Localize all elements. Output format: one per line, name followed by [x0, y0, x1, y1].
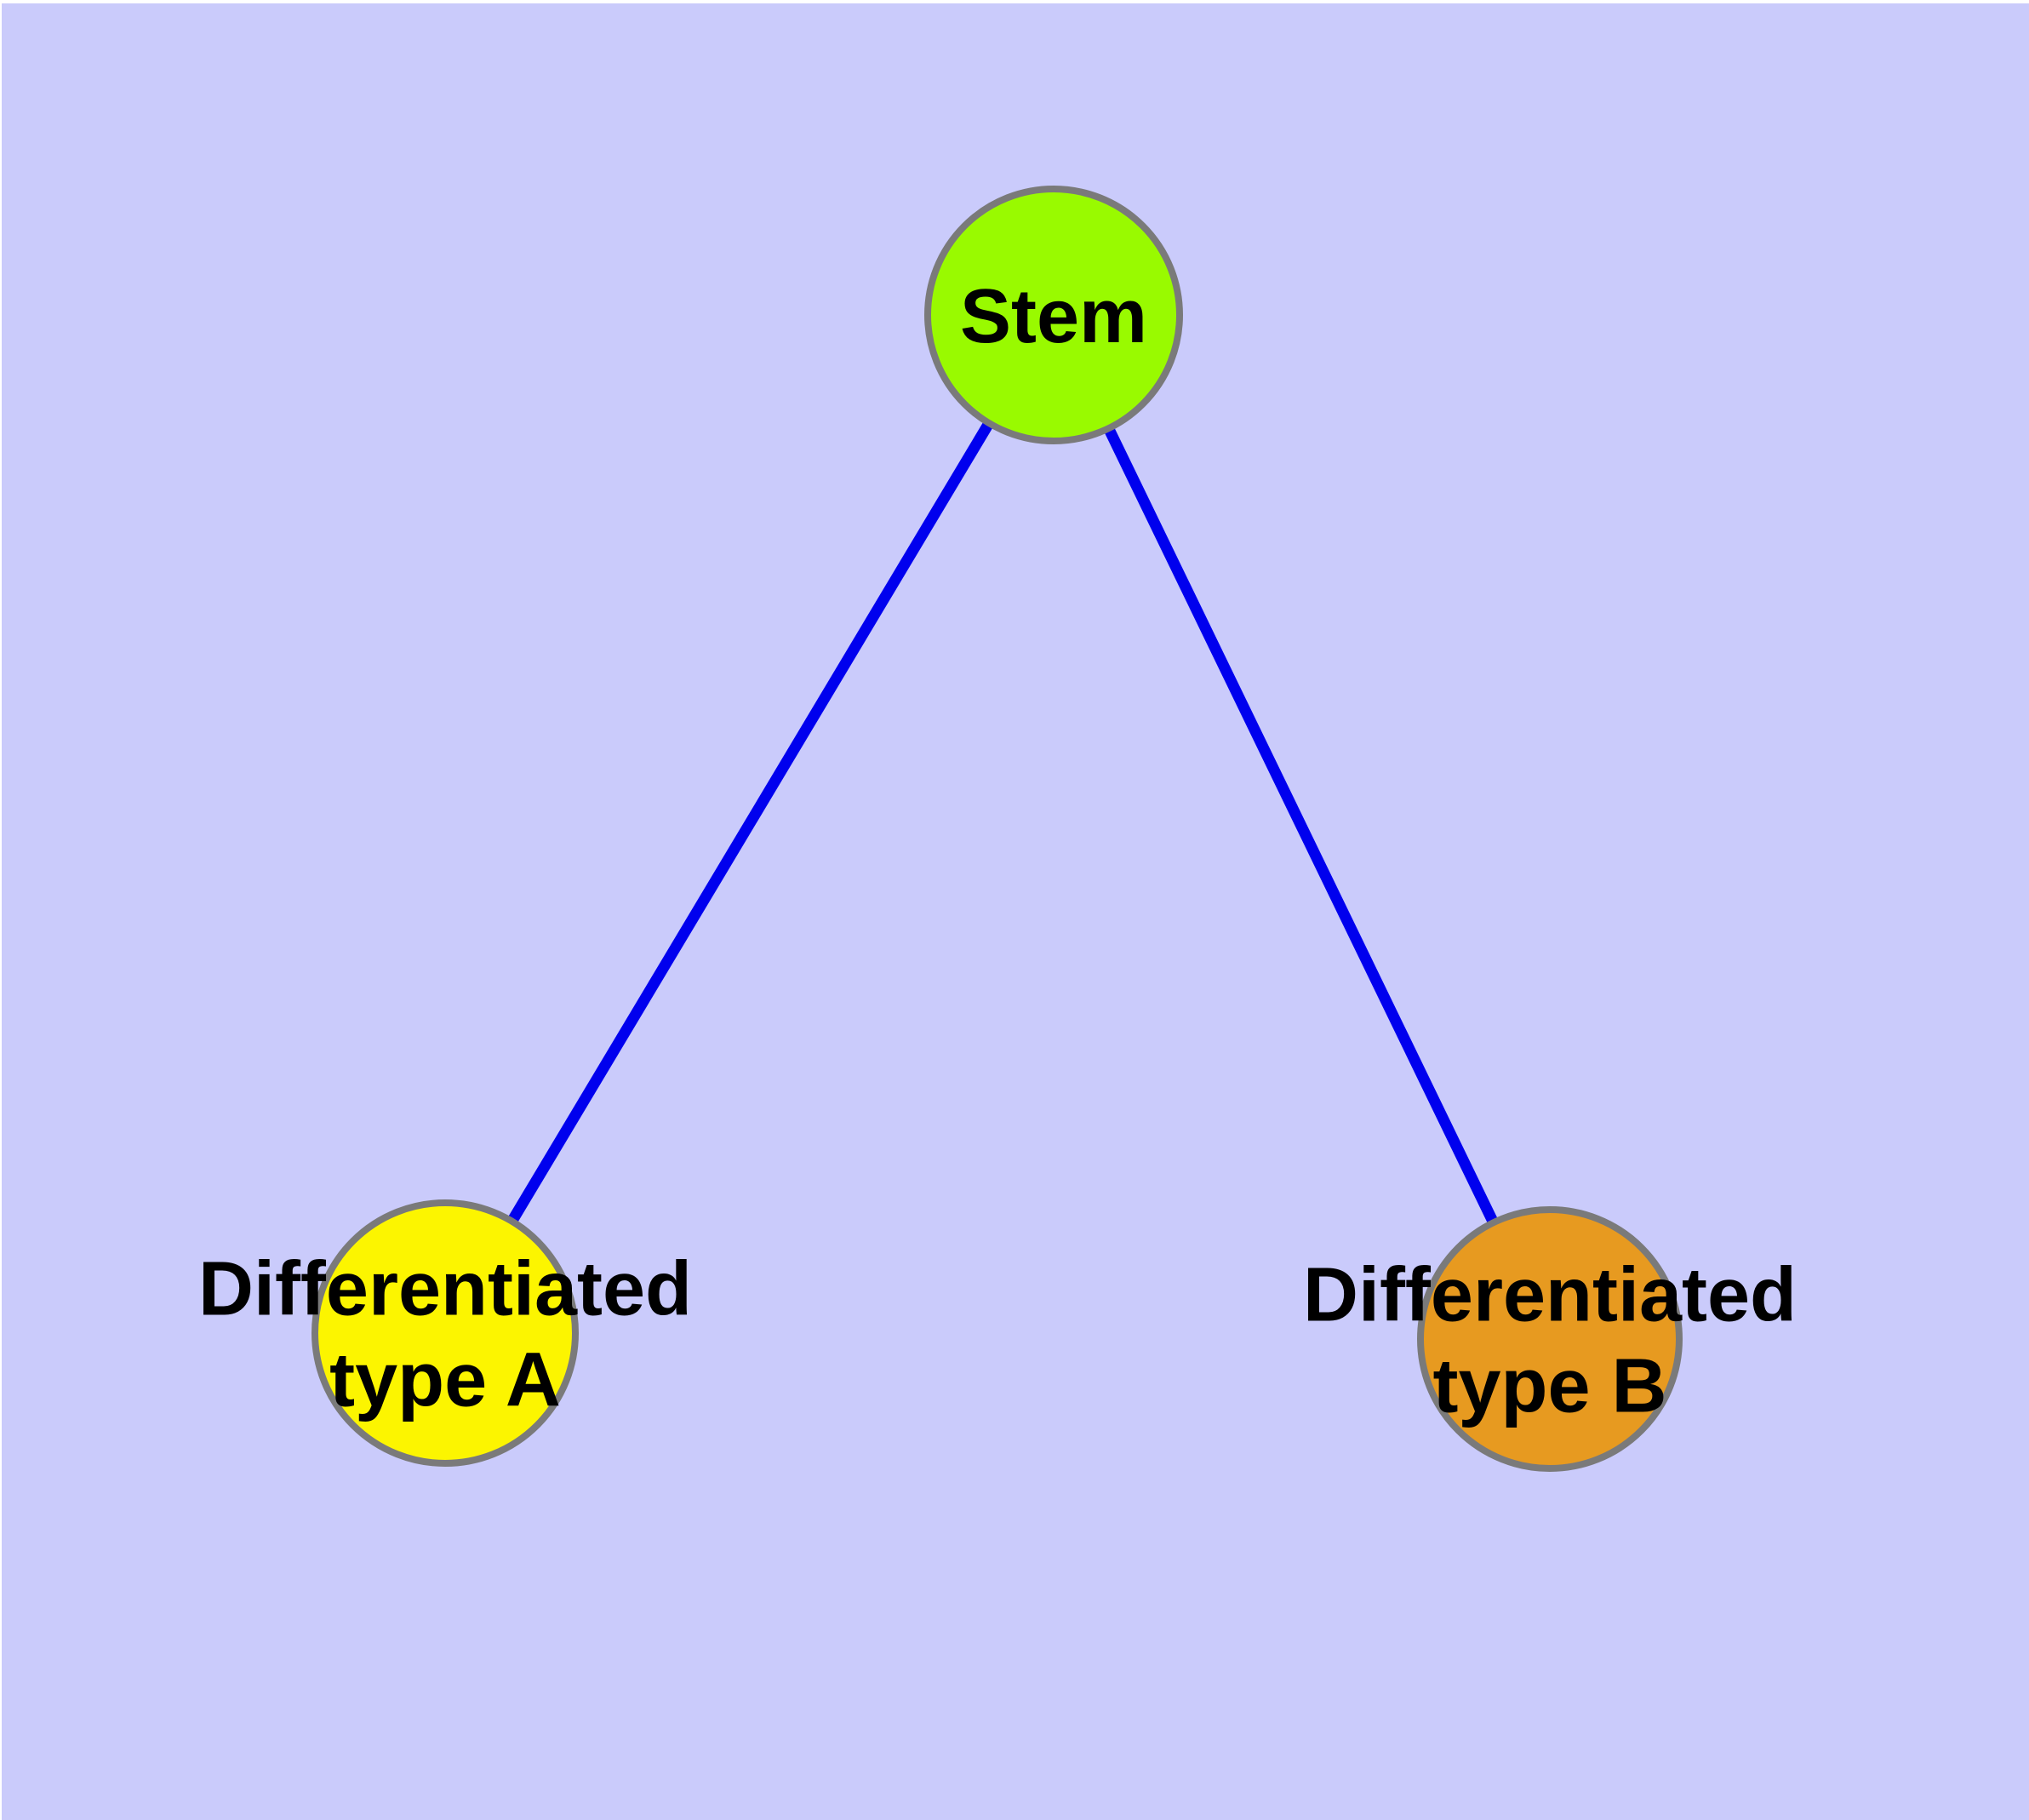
- node-diff-a-label-line1: Differentiated: [198, 1247, 692, 1332]
- node-diff-a-circle: [311, 1199, 579, 1467]
- node-stem-circle: [924, 186, 1183, 444]
- node-diff-b-circle: [1417, 1206, 1683, 1472]
- edge-stem-diff-a: [440, 312, 1059, 1336]
- node-stem-label-line1: Stem: [960, 274, 1147, 359]
- edge-stem-diff-b: [1049, 312, 1555, 1342]
- node-diff-b-label-line2: type B: [1432, 1344, 1666, 1429]
- node-diff-a-label-line2: type A: [329, 1338, 561, 1423]
- node-diff-b-label-line1: Differentiated: [1303, 1253, 1797, 1338]
